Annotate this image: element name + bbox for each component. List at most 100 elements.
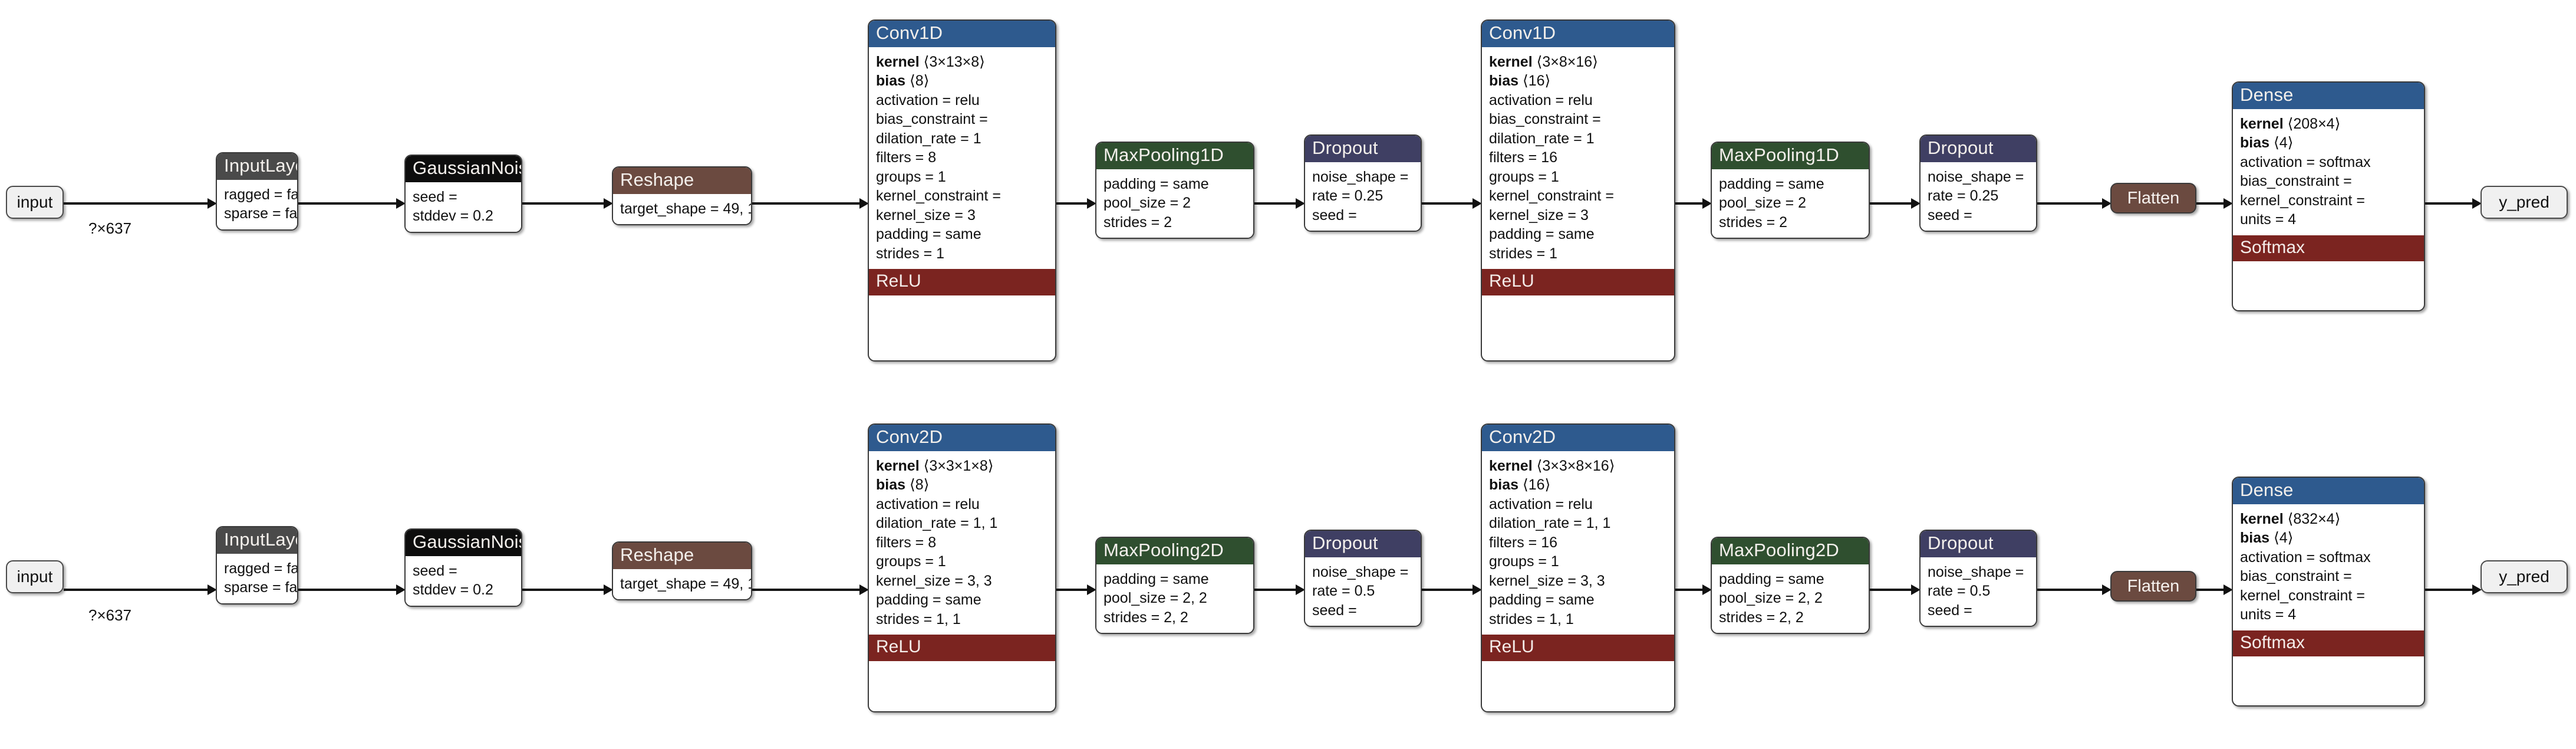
arrowhead-icon (1296, 584, 1305, 595)
param-row: seed = (1928, 206, 1972, 224)
y-pred-pill-label: y_pred (2499, 193, 2549, 211)
param-row: padding = same (1489, 226, 1595, 243)
arrowhead-icon (2223, 198, 2233, 209)
connector-edge (752, 202, 859, 205)
param-row: strides = 2, 2 (1719, 609, 1804, 626)
param-row: groups = 1 (1489, 168, 1559, 185)
param-row: strides = 1 (1489, 245, 1558, 262)
param-row: rate = 0.25 (1928, 188, 1999, 205)
y-pred-pill[interactable]: y_pred (2481, 186, 2568, 219)
param-row: pool_size = 2, 2 (1719, 590, 1823, 607)
param-row: groups = 1 (1489, 553, 1559, 570)
param-row: filters = 16 (1489, 149, 1558, 166)
flatten-node[interactable]: Flatten (2110, 571, 2196, 602)
connector-edge (2196, 589, 2223, 591)
maxpooling1d-2-header: MaxPooling1D (1712, 143, 1869, 169)
param-row: seed = (1312, 602, 1357, 619)
arrowhead-icon (2223, 584, 2233, 595)
param-row: seed = (1312, 206, 1357, 224)
param-row: kernel ⟨3×3×8×16⟩ (1489, 457, 1615, 474)
connector-edge (522, 202, 604, 205)
input-pill-label: input (17, 567, 53, 586)
param-row: strides = 1, 1 (876, 610, 961, 628)
param-row: sparse = false (224, 205, 298, 222)
param-row: noise_shape = (1312, 563, 1409, 580)
y-pred-pill-label: y_pred (2499, 567, 2549, 586)
arrowhead-icon (2102, 584, 2111, 595)
gaussian-noise-node[interactable]: GaussianNoiseseed =stddev = 0.2 (404, 155, 522, 233)
param-row: activation = relu (1489, 91, 1593, 109)
dense-header: Dense (2233, 478, 2424, 504)
arrowhead-icon (1911, 584, 1921, 595)
flatten-label: Flatten (2127, 576, 2180, 596)
connector-edge (1254, 589, 1296, 591)
dense-header: Dense (2233, 83, 2424, 109)
param-row: seed = (1928, 602, 1972, 619)
param-row: noise_shape = (1928, 563, 2024, 580)
input-layer-node[interactable]: InputLayerragged = falsesparse = false (216, 526, 298, 605)
flatten-label: Flatten (2127, 188, 2180, 208)
param-row: kernel_size = 3 (876, 206, 976, 224)
param-row: seed = (413, 562, 457, 579)
arrowhead-icon (604, 584, 613, 595)
arrowhead-icon (1473, 584, 1482, 595)
arrowhead-icon (396, 198, 406, 209)
param-row: kernel_constraint = (876, 188, 1001, 205)
param-row: dilation_rate = 1 (876, 130, 981, 147)
arrowhead-icon (2472, 584, 2482, 595)
param-row: activation = softmax (2240, 153, 2371, 170)
param-row: groups = 1 (876, 168, 946, 185)
flatten-node[interactable]: Flatten (2110, 183, 2196, 213)
input-pill[interactable]: input (6, 560, 64, 593)
edge-shape-label: ?×637 (88, 219, 132, 237)
param-row: ragged = false (224, 560, 298, 577)
gaussian-noise-node[interactable]: GaussianNoiseseed =stddev = 0.2 (404, 528, 522, 607)
arrowhead-icon (2102, 198, 2111, 209)
arrowhead-icon (859, 198, 869, 209)
param-row: strides = 2 (1103, 213, 1172, 231)
connector-edge (298, 202, 396, 205)
connector-edge (2425, 202, 2472, 205)
param-row: kernel ⟨832×4⟩ (2240, 510, 2341, 527)
dropout-2-header: Dropout (1921, 531, 2036, 557)
maxpooling2d-1-header: MaxPooling2D (1096, 538, 1253, 564)
connector-edge (298, 589, 396, 591)
gaussian-noise-params: seed =stddev = 0.2 (406, 556, 521, 606)
y-pred-pill[interactable]: y_pred (2481, 560, 2568, 593)
param-row: rate = 0.25 (1312, 188, 1383, 205)
arrowhead-icon (207, 584, 217, 595)
param-row: sparse = false (224, 579, 298, 596)
connector-edge (1870, 589, 1911, 591)
conv2d-1-header: Conv2D (869, 425, 1055, 451)
dropout-1-header: Dropout (1305, 531, 1421, 557)
conv1d-1-header: Conv1D (869, 21, 1055, 47)
param-row: kernel_size = 3, 3 (876, 572, 992, 589)
input-layer-node[interactable]: InputLayerragged = falsesparse = false (216, 152, 298, 231)
param-row: padding = same (1103, 175, 1209, 192)
param-row: groups = 1 (876, 553, 946, 570)
input-pill[interactable]: input (6, 186, 64, 219)
param-row: kernel_size = 3, 3 (1489, 572, 1605, 589)
conv1d-1-params: kernel ⟨3×13×8⟩bias ⟨8⟩activation = relu… (869, 47, 1055, 270)
arrowhead-icon (859, 584, 869, 595)
